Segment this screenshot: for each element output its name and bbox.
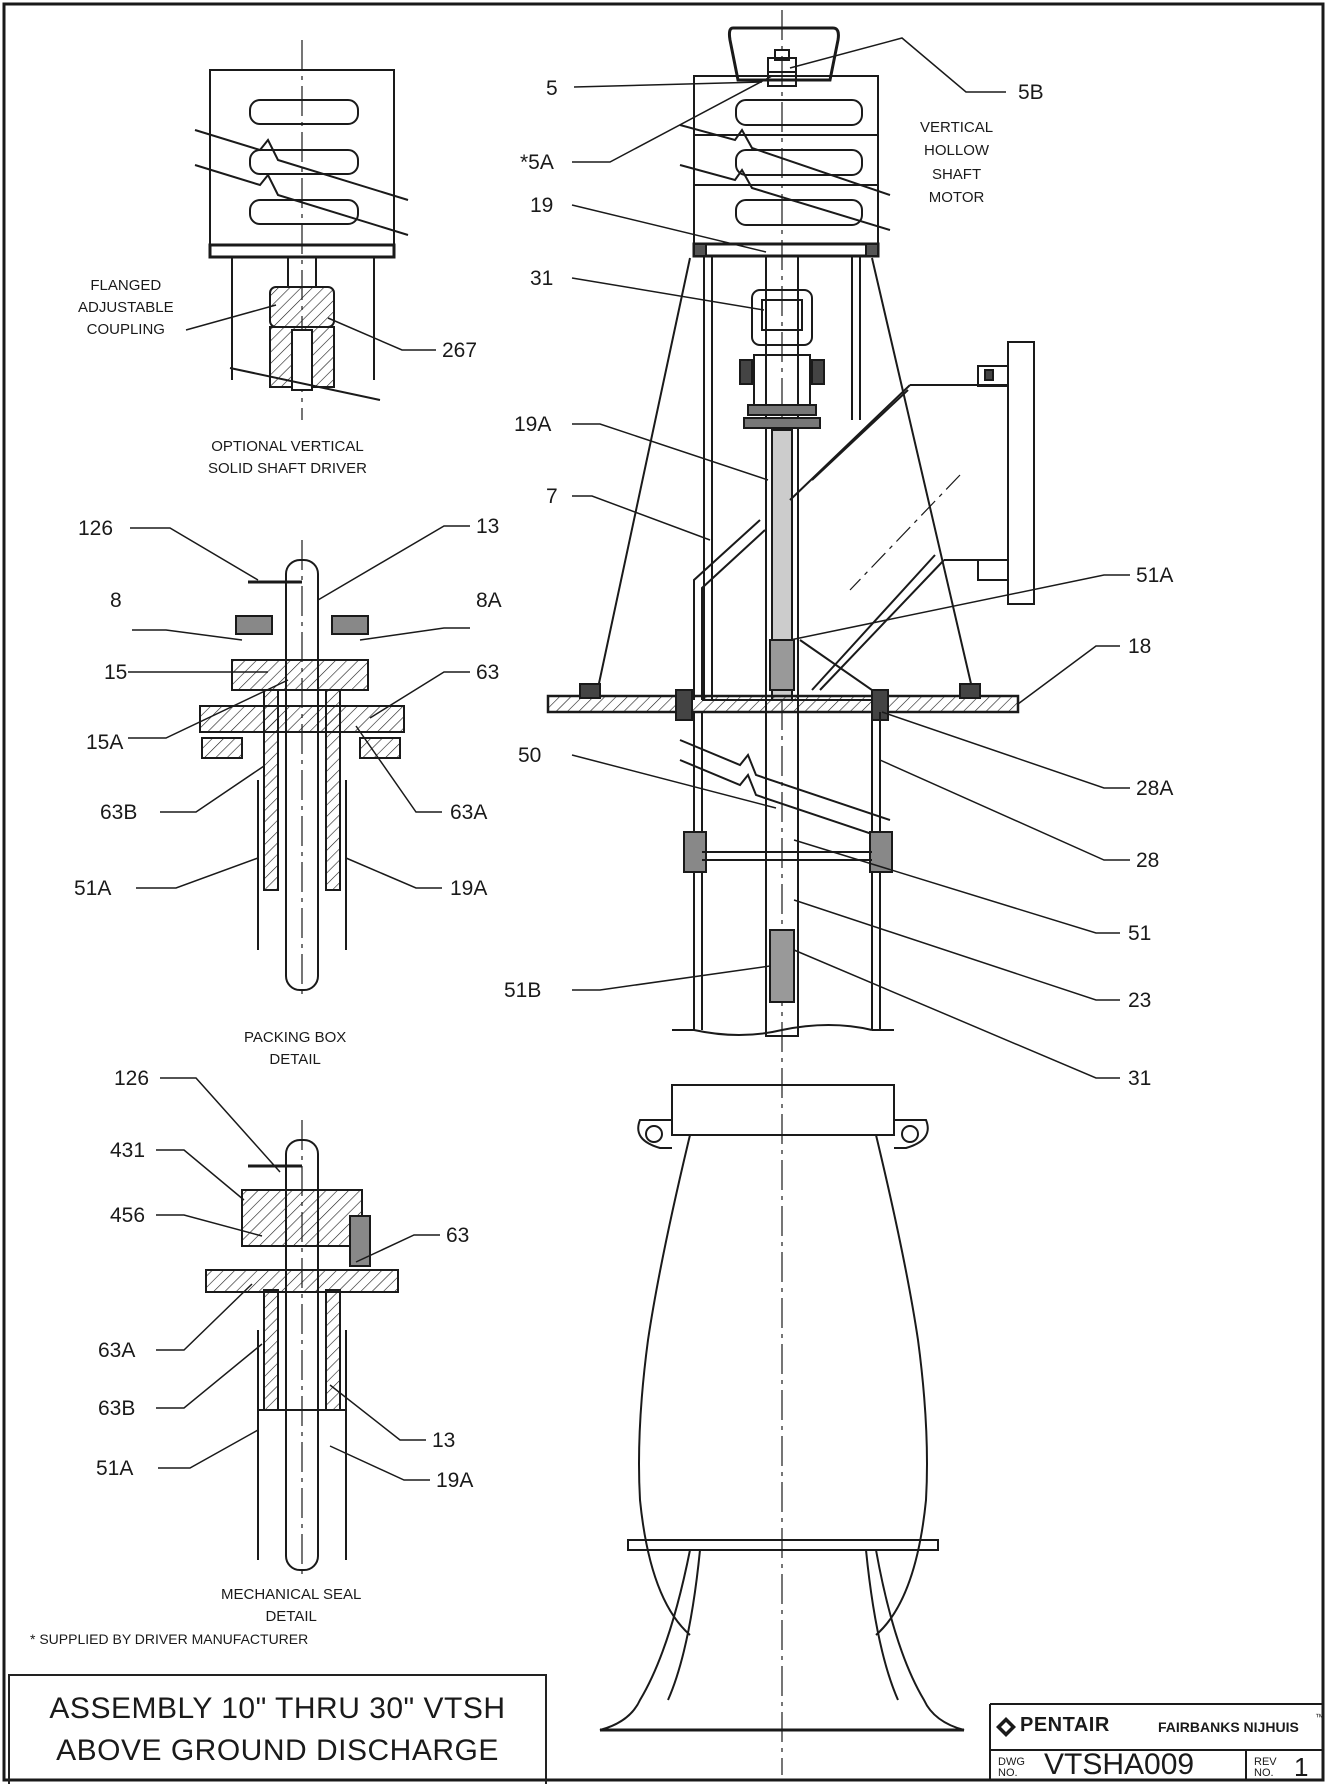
drawing-title-line-2: ABOVE GROUND DISCHARGE (56, 1734, 499, 1767)
pb-callout-63A: 63A (450, 801, 488, 824)
callout-51B: 51B (504, 979, 542, 1002)
packing-box-caption-line: DETAIL (269, 1050, 321, 1068)
callout-50: 50 (518, 744, 542, 767)
callout-267: 267 (442, 339, 478, 362)
ms-callout-63B: 63B (98, 1397, 136, 1420)
pb-callout-13: 13 (476, 515, 500, 538)
callout-5B: 5B (1018, 81, 1044, 104)
motor-caption-line: VERTICAL (920, 119, 994, 136)
packing-box-caption: PACKING BOX DETAIL (244, 1027, 346, 1071)
pb-callout-63: 63 (476, 661, 500, 684)
motor-caption: VERTICAL HOLLOW SHAFT MOTOR (920, 116, 993, 209)
ms-callout-431: 431 (110, 1139, 146, 1162)
callout-51: 51 (1128, 922, 1152, 945)
coupling-caption-line: COUPLING (86, 320, 165, 338)
callout-31-bottom: 31 (1128, 1067, 1152, 1090)
mechanical-seal-detail (205, 1120, 399, 1580)
solid-shaft-caption: OPTIONAL VERTICAL SOLID SHAFT DRIVER (208, 436, 367, 480)
ms-callout-51A: 51A (96, 1457, 134, 1480)
callout-31-top: 31 (530, 267, 554, 290)
brand-name: FAIRBANKS NIJHUIS (1158, 1719, 1299, 1735)
callout-7: 7 (546, 485, 558, 508)
callout-5: 5 (546, 77, 558, 100)
drawing-number: VTSHA009 (1044, 1748, 1195, 1781)
ms-callout-63A: 63A (98, 1339, 136, 1362)
main-pump-assembly (546, 10, 1035, 1775)
callout-28: 28 (1136, 849, 1160, 872)
coupling-caption: FLANGED ADJUSTABLE COUPLING (78, 275, 174, 340)
callout-19: 19 (530, 194, 554, 217)
rev-label-2: NO. (1254, 1767, 1274, 1779)
coupling-caption-line: ADJUSTABLE (78, 298, 174, 316)
motor-caption-line: MOTOR (928, 188, 985, 206)
packing-box-detail (199, 540, 405, 1000)
pb-callout-63B: 63B (100, 801, 138, 824)
pb-callout-15: 15 (104, 661, 128, 684)
ms-callout-456: 456 (110, 1204, 146, 1227)
callout-5A: *5A (520, 151, 554, 174)
ms-callout-13: 13 (432, 1429, 456, 1452)
title-block-lines (989, 1703, 1323, 1780)
solid-shaft-caption-line: OPTIONAL VERTICAL (211, 438, 364, 455)
callout-51A: 51A (1136, 564, 1174, 587)
coupling-caption-line: FLANGED (90, 277, 162, 294)
motor-caption-line: SHAFT (931, 165, 982, 183)
dwg-no-label-1: DWG (998, 1756, 1025, 1768)
leader-lines (128, 37, 1130, 1481)
title-box: ASSEMBLY 10" THRU 30" VTSH ABOVE GROUND … (8, 1674, 547, 1784)
pb-callout-15A: 15A (86, 731, 124, 754)
ms-callout-63: 63 (446, 1224, 470, 1247)
pb-callout-8: 8 (110, 589, 122, 612)
pb-callout-51A: 51A (74, 877, 112, 900)
mech-seal-caption: MECHANICAL SEAL DETAIL (221, 1584, 361, 1628)
mech-seal-caption-line: DETAIL (265, 1607, 317, 1625)
company-name: PENTAIR (1020, 1714, 1110, 1736)
pb-callout-8A: 8A (476, 589, 502, 612)
rev-label-1: REV (1254, 1756, 1277, 1768)
ms-callout-19A: 19A (436, 1469, 474, 1492)
callout-19A: 19A (514, 413, 552, 436)
callout-23: 23 (1128, 989, 1152, 1012)
pb-callout-126: 126 (78, 517, 114, 540)
callout-18: 18 (1128, 635, 1152, 658)
trademark-symbol: ™ (1315, 1712, 1324, 1722)
callout-28A: 28A (1136, 777, 1174, 800)
pb-callout-19A: 19A (450, 877, 488, 900)
drawing-title-line-1: ASSEMBLY 10" THRU 30" VTSH (49, 1692, 506, 1725)
pentair-diamond-icon (995, 1716, 1016, 1737)
dwg-no-label-2: NO. (998, 1767, 1018, 1779)
footnote: * SUPPLIED BY DRIVER MANUFACTURER (30, 1631, 309, 1647)
motor-caption-line: HOLLOW (924, 142, 990, 160)
packing-box-caption-line: PACKING BOX (244, 1029, 347, 1046)
solid-shaft-caption-line: SOLID SHAFT DRIVER (208, 459, 367, 477)
mech-seal-caption-line: MECHANICAL SEAL (221, 1586, 362, 1603)
solid-shaft-detail (194, 40, 409, 420)
ms-callout-126: 126 (114, 1067, 150, 1090)
revision-number: 1 (1294, 1752, 1309, 1782)
